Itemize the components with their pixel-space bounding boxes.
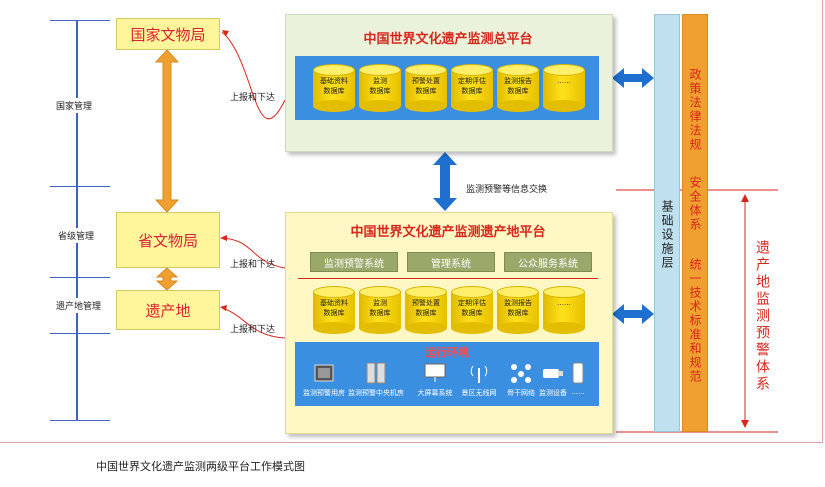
infra-layer	[654, 14, 680, 432]
system-monitoring-warning: 监测预警系统	[310, 252, 398, 272]
database-label: 预警处置数据库	[412, 299, 440, 317]
network-icon	[509, 362, 533, 384]
report-curve-provincial	[221, 237, 286, 269]
report-label-site: 上报和下达	[230, 325, 276, 335]
env-label: 监测设备	[539, 389, 567, 397]
env-item-central-room: 监测预警中央机房	[347, 362, 405, 398]
env-label: 监测预警中央机房	[348, 389, 404, 397]
database-icon: 监测数据库	[359, 286, 401, 334]
node-national: 国家文物局	[116, 18, 220, 50]
exchange-arrow	[433, 152, 457, 211]
database-icon: 监测报告数据库	[497, 64, 539, 112]
admin-tick	[50, 420, 110, 421]
env-title: 运行环境	[425, 346, 469, 359]
policy-laws: 政策法律法规	[688, 68, 702, 152]
total-platform-title: 中国世界文化遗产监测总平台	[363, 32, 533, 47]
admin-level-provincial: 省级管理	[58, 228, 95, 243]
report-label-provincial: 上报和下达	[230, 260, 276, 270]
database-icon: ......	[543, 64, 585, 112]
system-public-service: 公众服务系统	[504, 252, 592, 272]
server-rack-icon	[364, 362, 388, 384]
env-item-backbone: 骨干网络	[494, 362, 548, 398]
display-screen-icon	[423, 362, 447, 384]
system-management: 管理系统	[407, 252, 495, 272]
policy-security: 安全体系	[688, 176, 702, 232]
env-item-more: ......	[560, 362, 596, 396]
database-label: 定期评估数据库	[458, 299, 486, 317]
diagram-frame	[0, 0, 823, 443]
env-item-big-screen: 大屏幕系统	[408, 362, 462, 398]
database-label: 监测数据库	[369, 299, 391, 317]
node-provincial: 省文物局	[116, 212, 220, 268]
database-label: ......	[557, 77, 571, 85]
infra-arrow-bottom	[612, 304, 654, 324]
site-divider	[298, 278, 598, 279]
admin-level-site: 遗产地管理	[56, 298, 102, 313]
env-label: 景区无线网	[461, 389, 497, 397]
database-label: 定期评估数据库	[458, 77, 486, 95]
policy-standards: 统一技术标准和规范	[688, 258, 702, 384]
env-label: ......	[571, 388, 585, 396]
env-item-wireless: 景区无线网	[452, 362, 506, 398]
database-label: 预警处置数据库	[412, 77, 440, 95]
database-label: 基础资料数据库	[320, 299, 348, 317]
database-icon: 监测报告数据库	[497, 286, 539, 334]
database-label: ......	[557, 299, 571, 307]
report-label-national: 上报和下达	[230, 93, 276, 103]
infra-layer-label: 基础设施层	[660, 200, 674, 270]
infra-arrow-top	[612, 68, 654, 88]
database-label: 监测数据库	[369, 77, 391, 95]
report-curve-site	[221, 307, 286, 339]
database-label: 基础资料数据库	[320, 77, 348, 95]
phone-icon	[566, 362, 590, 384]
env-label: 骨干网络	[507, 389, 535, 397]
report-curve-national	[221, 31, 286, 120]
node-heritage-site: 遗产地	[116, 290, 220, 330]
database-icon: 基础资料数据库	[313, 286, 355, 334]
computer-room-icon	[312, 362, 336, 384]
database-label: 监测报告数据库	[504, 77, 532, 95]
wireless-antenna-icon	[467, 362, 491, 384]
warning-system-label: 遗产地监测预警体系	[754, 240, 770, 393]
national-provincial-arrow	[154, 49, 180, 213]
database-icon: 预警处置数据库	[405, 64, 447, 112]
provincial-site-arrow	[155, 267, 179, 291]
database-icon: 基础资料数据库	[313, 64, 355, 112]
database-icon: 预警处置数据库	[405, 286, 447, 334]
admin-tick	[50, 186, 110, 187]
database-icon: 定期评估数据库	[451, 286, 493, 334]
admin-level-national: 国家管理	[56, 98, 93, 113]
admin-axis-line	[76, 20, 78, 420]
site-platform-title: 中国世界文化遗产监测遗产地平台	[350, 225, 546, 240]
env-label: 大屏幕系统	[417, 389, 453, 397]
camera-icon	[541, 362, 565, 384]
admin-tick	[50, 20, 110, 21]
admin-tick	[50, 333, 110, 334]
exchange-label: 监测预警等信息交换	[466, 185, 548, 195]
admin-tick	[50, 277, 110, 278]
database-label: 监测报告数据库	[504, 299, 532, 317]
env-item-room: 监测预警用房	[297, 362, 351, 398]
policy-column	[682, 14, 708, 432]
database-icon: 监测数据库	[359, 64, 401, 112]
env-label: 监测预警用房	[303, 389, 345, 397]
database-icon: ......	[543, 286, 585, 334]
database-icon: 定期评估数据库	[451, 64, 493, 112]
env-item-device: 监测设备	[526, 362, 580, 398]
figure-caption: 中国世界文化遗产监测两级平台工作模式图	[96, 460, 305, 473]
